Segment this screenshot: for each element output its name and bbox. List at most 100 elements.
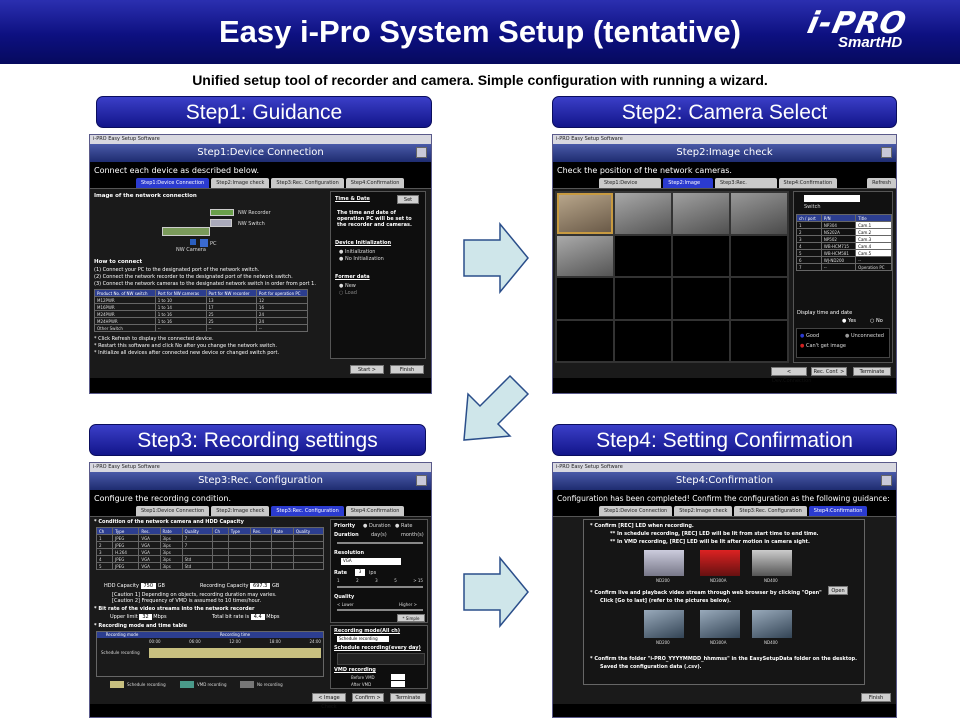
set-button[interactable]: Set bbox=[397, 195, 419, 204]
res-select[interactable]: VGA bbox=[138, 541, 161, 549]
simple-button[interactable]: * Simple bbox=[397, 614, 425, 622]
tab-device-connection[interactable]: Step1:Device Connection bbox=[599, 506, 673, 516]
tab-image-check[interactable]: Step2:Image check bbox=[674, 506, 733, 516]
menu-icon[interactable] bbox=[881, 147, 892, 158]
finish-button[interactable]: Finish bbox=[390, 365, 424, 374]
former-option-2[interactable]: ○ Load bbox=[339, 290, 357, 296]
device-label: ND400 bbox=[764, 578, 778, 583]
camera-tile-empty[interactable] bbox=[673, 278, 729, 319]
tab-rec-configuration[interactable]: Step3:Rec. Configuration bbox=[271, 506, 344, 516]
open-button[interactable]: Open bbox=[828, 586, 848, 595]
title-input[interactable]: Cam.1 bbox=[855, 221, 892, 229]
camera-tile-empty[interactable] bbox=[731, 235, 787, 276]
cell: 4 bbox=[796, 242, 822, 250]
camera-tile-empty[interactable] bbox=[673, 235, 729, 276]
res-select[interactable]: VGA bbox=[138, 555, 161, 563]
camera-tile-empty[interactable] bbox=[673, 320, 729, 361]
rec-mode-select[interactable]: Schedule recording bbox=[337, 636, 389, 642]
init-option-2[interactable]: ● No Initialization bbox=[339, 256, 384, 262]
title-input[interactable]: Cam.3 bbox=[855, 235, 892, 243]
schedule-time-inputs[interactable] bbox=[337, 653, 425, 665]
option-label: Initialization bbox=[344, 249, 376, 255]
display-no[interactable]: ○ No bbox=[870, 318, 883, 324]
title-input[interactable]: Cam.4 bbox=[855, 242, 892, 250]
cell: JPEG bbox=[112, 562, 140, 570]
upper-limit-input[interactable]: 32 bbox=[139, 614, 152, 620]
table-row[interactable]: 7--Operation PC bbox=[796, 263, 892, 271]
tab-rec-configuration[interactable]: Step3:Rec. Configuration bbox=[714, 178, 777, 196]
rec-cap-unit: GB bbox=[271, 583, 280, 589]
display-yes[interactable]: ● Yes bbox=[842, 318, 857, 324]
image-heading: Image of the network connection bbox=[94, 193, 197, 199]
cell: 13 bbox=[205, 296, 257, 304]
title-input[interactable]: Cam.5 bbox=[855, 249, 892, 257]
menu-icon[interactable] bbox=[416, 147, 427, 158]
tab-rec-configuration[interactable]: Step3:Rec. Configuration bbox=[734, 506, 807, 516]
tab-device-connection[interactable]: Step1:Device Connection bbox=[599, 178, 662, 196]
camera-tile-empty[interactable] bbox=[557, 278, 613, 319]
priority-duration[interactable]: ● Duration bbox=[363, 523, 391, 529]
camera-tile[interactable] bbox=[673, 193, 729, 234]
rec-conf-button[interactable]: Rec. Conf. > bbox=[811, 367, 847, 376]
tab-confirmation[interactable]: Step4:Confirmation bbox=[345, 178, 405, 188]
menu-icon[interactable] bbox=[881, 475, 892, 486]
res-select[interactable]: VGA bbox=[138, 534, 161, 542]
priority-rate[interactable]: ● Rate bbox=[395, 523, 413, 529]
camera-tile[interactable] bbox=[615, 193, 671, 234]
after-vmd-select[interactable] bbox=[391, 681, 405, 687]
tab-device-connection[interactable]: Step1:Device Connection bbox=[136, 506, 210, 516]
refresh-button[interactable]: Refresh bbox=[867, 178, 896, 188]
camera-tile-empty[interactable] bbox=[731, 278, 787, 319]
res-select[interactable]: VGA bbox=[138, 548, 161, 556]
camera-tile[interactable] bbox=[557, 193, 613, 234]
terminate-button[interactable]: Terminate bbox=[390, 693, 426, 702]
tab-rec-configuration[interactable]: Step3:Rec. Configuration bbox=[271, 178, 344, 188]
dev-connection-button[interactable]: < Dev.Connection bbox=[771, 367, 812, 384]
camera-tile-empty[interactable] bbox=[557, 320, 613, 361]
cell: 2 bbox=[95, 541, 114, 549]
title-input[interactable]: Cam.2 bbox=[855, 228, 892, 236]
tab-confirmation[interactable]: Step4:Confirmation bbox=[808, 506, 868, 516]
init-option-1[interactable]: ● Initialization bbox=[339, 249, 376, 255]
start-button[interactable]: Start > bbox=[350, 365, 384, 374]
duration-slider[interactable] bbox=[337, 542, 423, 544]
tab-image-check[interactable]: Step2:Image check bbox=[211, 178, 270, 188]
camera-tile-empty[interactable] bbox=[731, 320, 787, 361]
former-option-1[interactable]: ● New bbox=[339, 283, 356, 289]
before-vmd-select[interactable] bbox=[391, 674, 405, 680]
camera-tile[interactable] bbox=[731, 193, 787, 234]
quality-slider[interactable] bbox=[337, 609, 423, 611]
res-select[interactable]: VGA bbox=[138, 562, 161, 570]
hdd-value-input[interactable]: 750 bbox=[140, 583, 157, 589]
resolution-select[interactable]: VGA bbox=[341, 558, 401, 565]
camera-tile-empty[interactable] bbox=[615, 320, 671, 361]
confirm-button[interactable]: Confirm > bbox=[352, 693, 384, 702]
tab-image-check[interactable]: Step2:Image check bbox=[211, 506, 270, 516]
camera-tile[interactable] bbox=[557, 235, 613, 276]
camera-tile-empty[interactable] bbox=[615, 278, 671, 319]
rate-slider[interactable] bbox=[337, 586, 423, 588]
tab-confirmation[interactable]: Step4:Confirmation bbox=[345, 506, 405, 516]
camera-tile-empty[interactable] bbox=[615, 235, 671, 276]
cell: 7 bbox=[181, 534, 213, 542]
image-check-button[interactable]: < Image Check bbox=[312, 693, 346, 710]
finish-button[interactable]: Finish bbox=[861, 693, 891, 702]
tab-image-check[interactable]: Step2:Image check bbox=[663, 178, 713, 196]
tab-confirmation[interactable]: Step4:Confirmation bbox=[778, 178, 838, 188]
tab-device-connection[interactable]: Step1:Device Connection bbox=[136, 178, 210, 188]
rate-input[interactable]: 3 bbox=[355, 569, 365, 576]
schedule-bar[interactable] bbox=[149, 648, 321, 658]
terminate-button[interactable]: Terminate bbox=[853, 367, 891, 376]
menu-icon[interactable] bbox=[416, 475, 427, 486]
